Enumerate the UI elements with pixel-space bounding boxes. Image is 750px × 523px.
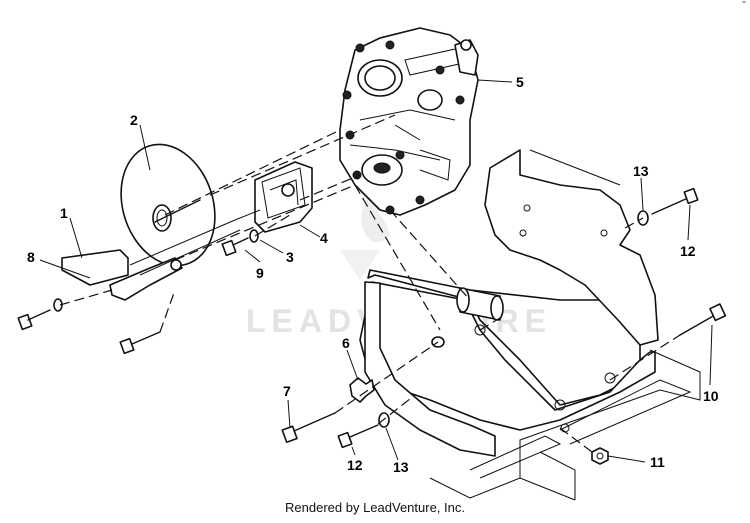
bolt-8	[17, 298, 63, 331]
callout-12-upper: 12	[680, 243, 696, 259]
callout-9: 9	[256, 265, 264, 281]
callout-12-lower: 12	[347, 457, 363, 473]
callout-13-upper: 13	[633, 163, 649, 179]
callout-2: 2	[130, 112, 138, 128]
bolt-9	[221, 229, 259, 257]
bolt-12-lower	[337, 412, 390, 449]
corner-mark: -	[742, 0, 746, 8]
callout-6: 6	[342, 335, 350, 351]
callout-11: 11	[650, 454, 665, 470]
callout-4: 4	[320, 230, 328, 246]
bolt-arm	[119, 331, 161, 355]
gear-case	[339, 27, 479, 216]
disc-blade	[120, 143, 216, 267]
watermark-flame-icon	[340, 190, 390, 280]
callout-10: 10	[703, 388, 719, 404]
mount-bracket	[254, 161, 313, 233]
callout-7: 7	[283, 383, 291, 399]
alignment-lines	[59, 114, 681, 453]
callout-8: 8	[27, 249, 35, 265]
callout-3: 3	[286, 249, 294, 265]
callout-5: 5	[516, 74, 524, 90]
leader-lines	[39, 79, 713, 463]
callout-13-lower: 13	[393, 459, 409, 475]
bolt-7	[281, 377, 375, 444]
bolt-10	[679, 303, 727, 336]
callouts: 2 1 8 9 3 4 5 6 7 12 13 13 12 10 11	[27, 74, 719, 475]
callout-1: 1	[60, 205, 68, 221]
nut-11	[591, 447, 609, 465]
spacer-bushing	[456, 287, 504, 321]
render-credit: Rendered by LeadVenture, Inc.	[285, 500, 465, 515]
